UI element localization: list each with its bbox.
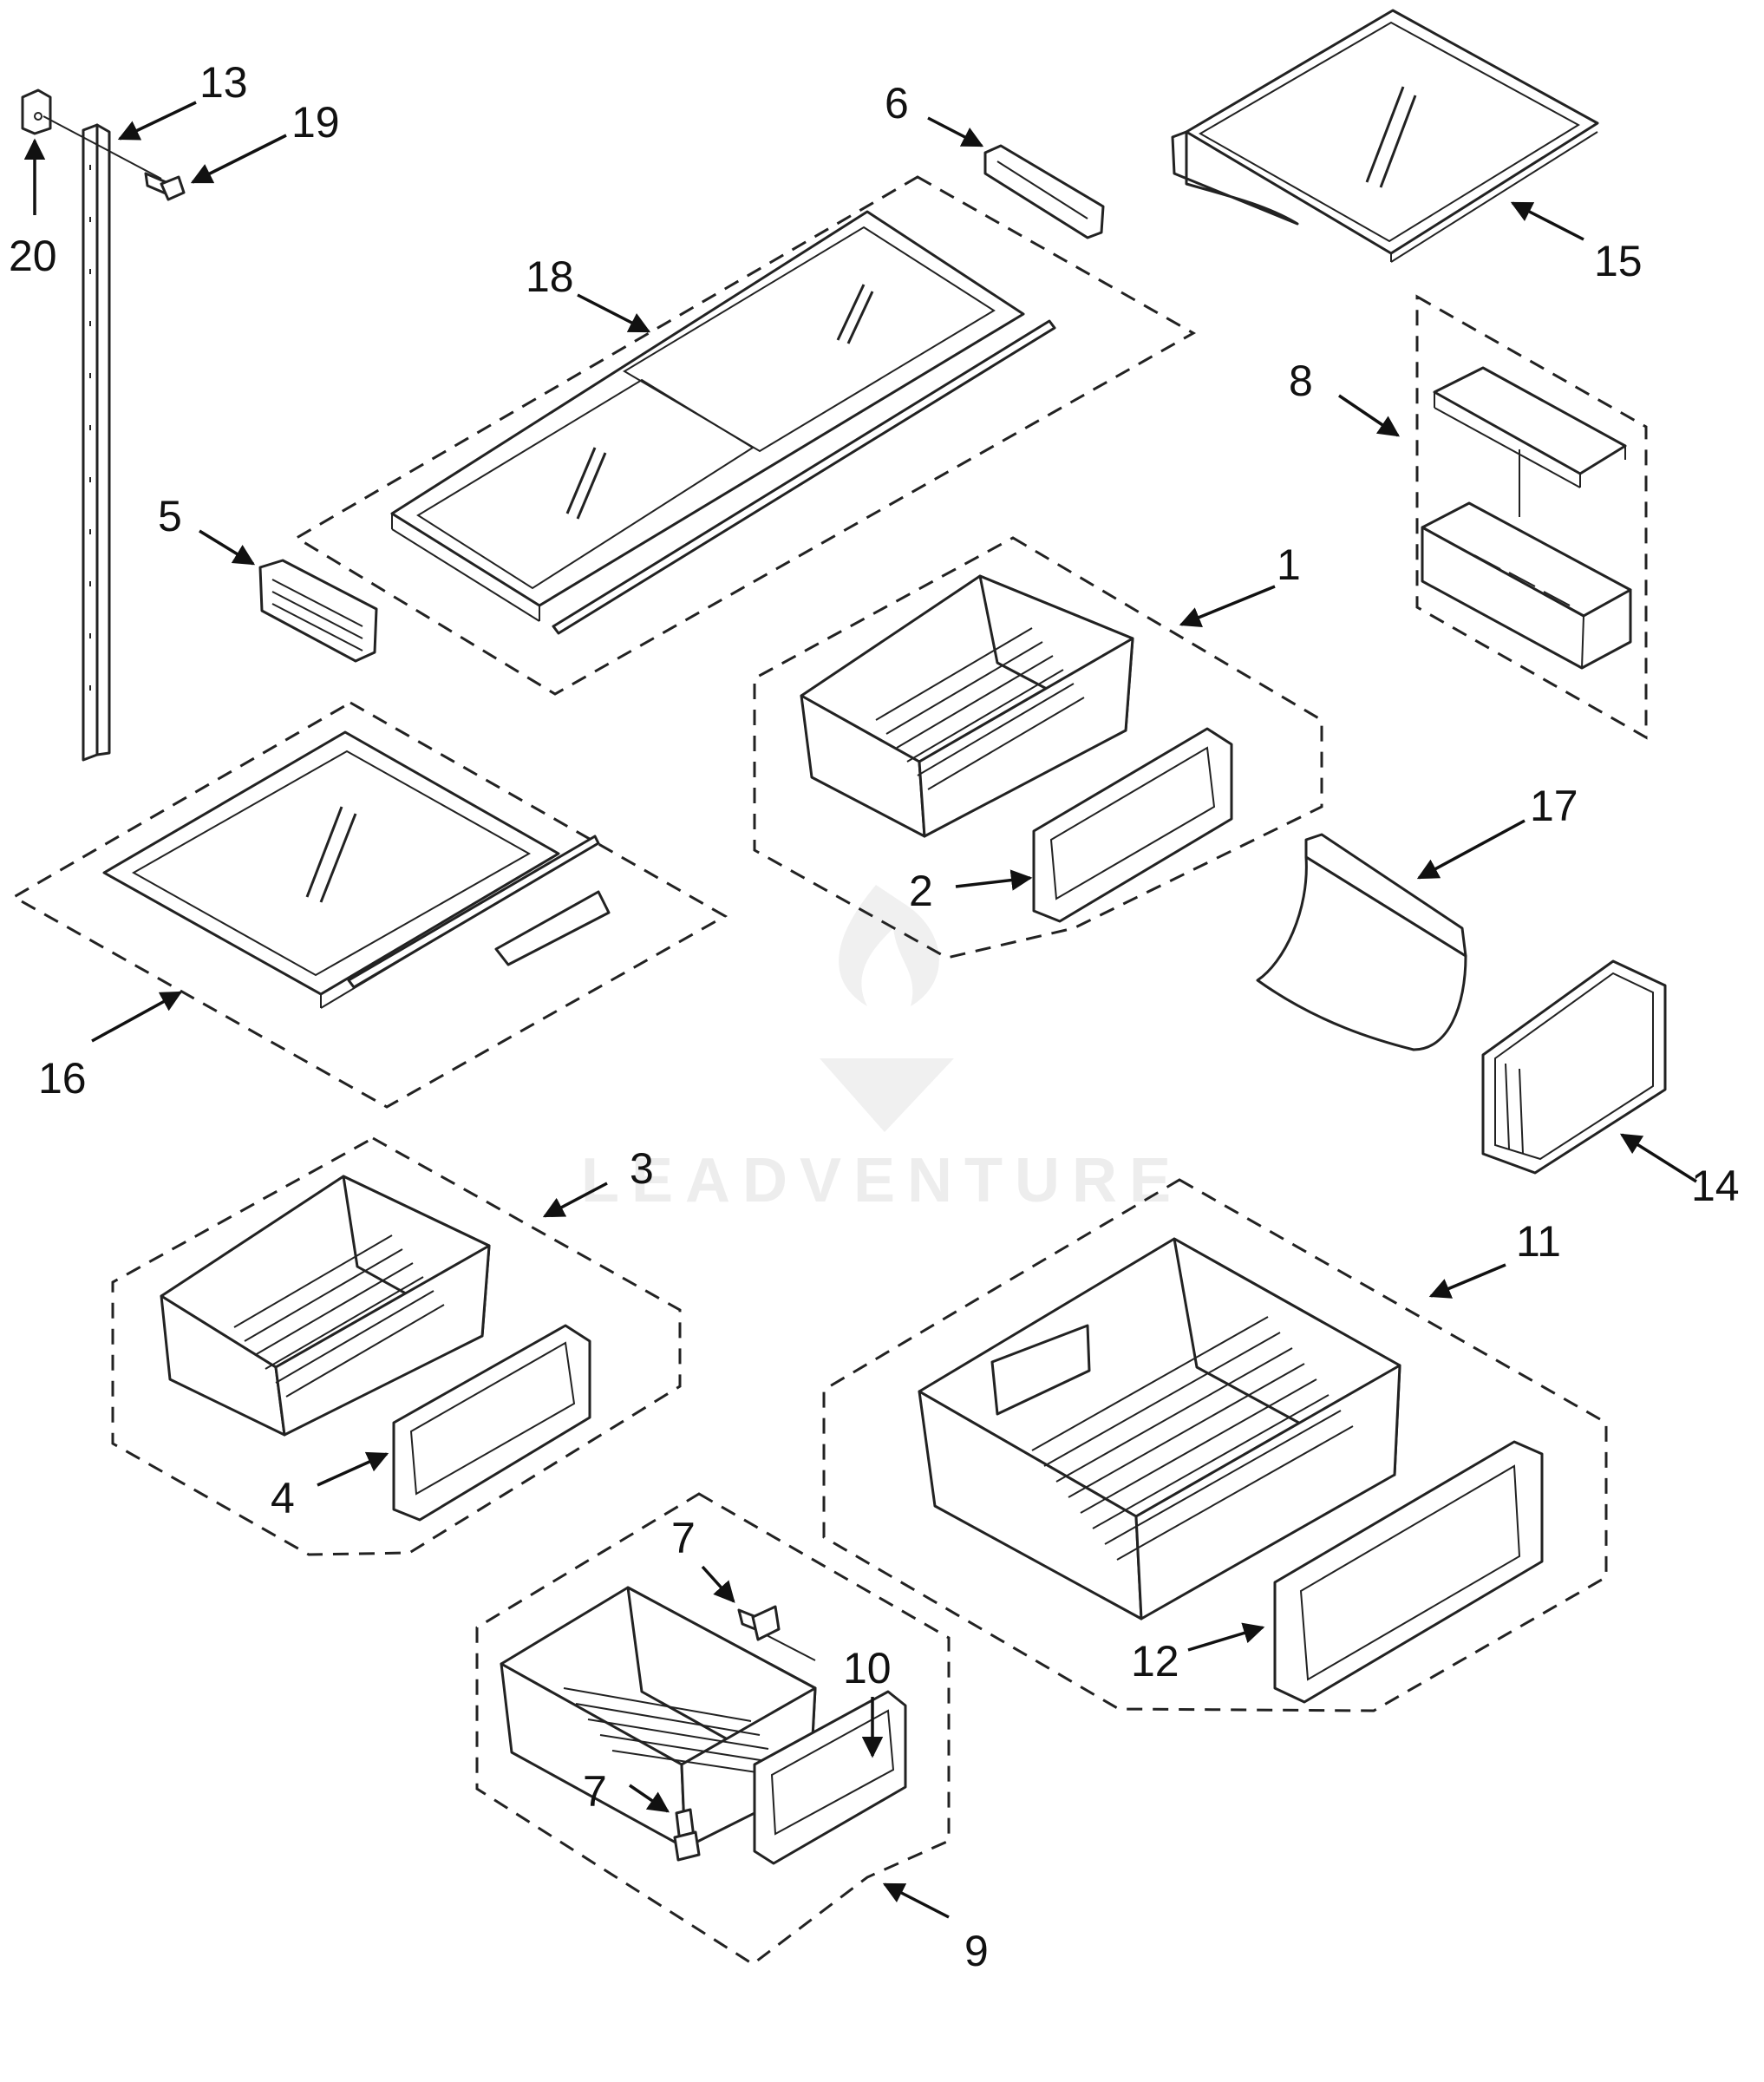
callout-4: 4 xyxy=(271,1474,295,1522)
callout-5: 5 xyxy=(158,492,182,540)
callout-13: 13 xyxy=(199,58,248,107)
part-small-bin xyxy=(1421,501,1632,670)
callout-15: 15 xyxy=(1594,237,1643,285)
callout-12: 12 xyxy=(1131,1637,1179,1686)
watermark-logo: LEADVENTURE xyxy=(581,885,1183,1215)
callout-16: 16 xyxy=(38,1054,87,1103)
part-screw-7-lower xyxy=(673,1808,701,1862)
part-glass-shelf-15 xyxy=(1171,9,1599,263)
dashed-group-8 xyxy=(1415,294,1648,740)
callout-labels: 1 2 3 4 5 6 7 7 8 9 10 11 12 13 14 15 16… xyxy=(9,58,1740,1975)
part-bin-lid xyxy=(1433,366,1627,488)
dashed-group-3 xyxy=(111,1136,682,1556)
part-glass-shelf-16 xyxy=(102,730,611,1009)
callout-7-lower: 7 xyxy=(583,1767,607,1816)
dashed-group-9 xyxy=(475,1492,951,1966)
part-crisper-drawer-1 xyxy=(800,574,1134,838)
part-double-glass-shelf xyxy=(390,210,1056,635)
part-end-cap-6 xyxy=(983,144,1105,239)
callout-3: 3 xyxy=(630,1144,654,1193)
callout-10: 10 xyxy=(843,1644,892,1692)
dashed-group-18 xyxy=(294,175,1197,696)
callout-19: 19 xyxy=(291,98,340,147)
callout-18: 18 xyxy=(526,252,574,301)
ladder-alignment-line xyxy=(42,115,162,180)
part-drawer-cover-12 xyxy=(1273,1440,1544,1704)
callout-14: 14 xyxy=(1691,1162,1740,1210)
callout-8: 8 xyxy=(1289,357,1313,405)
part-large-drawer-11 xyxy=(918,1237,1401,1620)
part-crisper-cover-2 xyxy=(1032,727,1233,923)
dashed-group-11 xyxy=(822,1178,1608,1712)
callout-1: 1 xyxy=(1277,540,1301,589)
callout-7-upper: 7 xyxy=(671,1514,696,1562)
callout-11: 11 xyxy=(1516,1217,1561,1266)
part-screw-19 xyxy=(144,172,186,201)
part-snack-bin-14 xyxy=(1481,959,1667,1175)
part-divider-17 xyxy=(1256,833,1467,1051)
callout-17: 17 xyxy=(1530,782,1578,830)
part-deli-cover-10 xyxy=(753,1690,907,1865)
callout-leaders xyxy=(23,101,1697,1919)
part-end-cap-5 xyxy=(258,559,378,663)
callout-2: 2 xyxy=(909,867,933,915)
callout-9: 9 xyxy=(964,1927,989,1975)
watermark-text: LEADVENTURE xyxy=(581,1146,1183,1215)
part-screw-7-upper xyxy=(737,1605,781,1641)
part-ladder-cap xyxy=(21,88,52,135)
part-crisper-drawer-3 xyxy=(160,1175,491,1437)
dashed-group-1 xyxy=(753,536,1323,959)
part-shelf-ladder xyxy=(82,123,111,762)
callout-20: 20 xyxy=(9,232,57,280)
callout-6: 6 xyxy=(885,79,909,128)
dashed-group-16 xyxy=(10,701,728,1109)
part-crisper-cover-4 xyxy=(392,1324,591,1522)
